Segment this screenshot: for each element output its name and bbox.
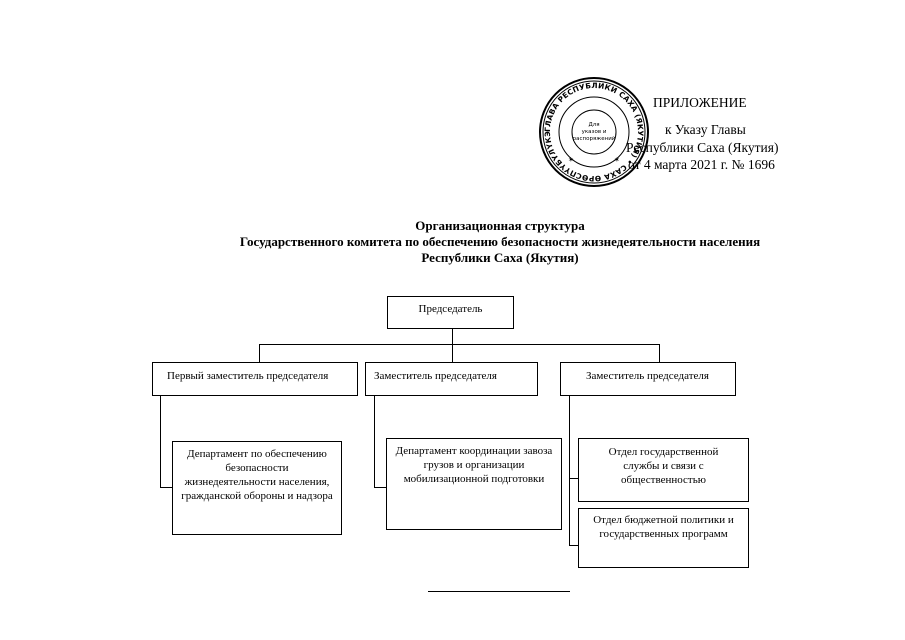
footer-rule xyxy=(428,591,570,592)
connector xyxy=(452,328,453,344)
deputy-box-2: Заместитель председателя xyxy=(365,362,538,396)
deputy-box-3: Заместитель председателя xyxy=(560,362,736,396)
department-label-safety: Департамент по обеспечению безопасности … xyxy=(181,448,333,502)
department-box-safety: Департамент по обеспечению безопасности … xyxy=(172,441,342,535)
title-line-3: Республики Саха (Якутия) xyxy=(421,250,579,265)
connector xyxy=(374,487,386,488)
department-label-cargo: Департамент координации завоза грузов и … xyxy=(395,445,553,485)
appendix-line-2: Республики Саха (Якутия) xyxy=(626,140,779,155)
deputy-label-2: Заместитель председателя xyxy=(374,370,497,382)
connector xyxy=(160,487,173,488)
seal-star-icon: ✶ xyxy=(614,156,620,164)
connector xyxy=(259,344,260,362)
seal-center-text-2: указов и xyxy=(582,129,607,135)
connector xyxy=(259,344,660,345)
document-title: Организационная структура Государственно… xyxy=(130,218,870,266)
connector xyxy=(374,395,375,488)
chairman-label: Председатель xyxy=(418,303,483,315)
department-box-cargo: Департамент координации завоза грузов и … xyxy=(386,438,562,530)
seal-center-text-3: распоряжений xyxy=(573,135,616,142)
department-box-budget: Отдел бюджетной политики и государственн… xyxy=(578,508,749,568)
first-deputy-box: Первый заместитель председателя xyxy=(152,362,358,396)
connector xyxy=(452,344,453,362)
department-label-civil-service: Отдел государственной службы и связи с о… xyxy=(608,446,719,486)
appendix-line-1: к Указу Главы xyxy=(665,122,746,137)
seal-center-text-1: Для xyxy=(588,122,599,128)
connector xyxy=(659,344,660,362)
department-label-budget: Отдел бюджетной политики и государственн… xyxy=(593,514,734,540)
connector xyxy=(569,478,579,479)
chairman-box: Председатель xyxy=(387,296,514,329)
department-box-civil-service: Отдел государственной службы и связи с о… xyxy=(578,438,749,502)
deputy-label-3: Заместитель председателя xyxy=(586,370,709,382)
first-deputy-label: Первый заместитель председателя xyxy=(167,370,329,382)
seal-star-icon: ✶ xyxy=(568,156,574,164)
appendix-line-3: от 4 марта 2021 г. № 1696 xyxy=(628,157,775,172)
title-line-2: Государственного комитета по обеспечению… xyxy=(239,234,761,249)
connector xyxy=(569,545,579,546)
connector xyxy=(160,395,161,488)
title-line-1: Организационная структура xyxy=(415,218,585,233)
connector xyxy=(569,395,570,545)
appendix-title: ПРИЛОЖЕНИЕ xyxy=(653,95,747,110)
official-seal: ГЛАВА РЕСПУБЛИКИ САХА (ЯКУТИЯ) • САХА ӨР… xyxy=(538,76,649,187)
